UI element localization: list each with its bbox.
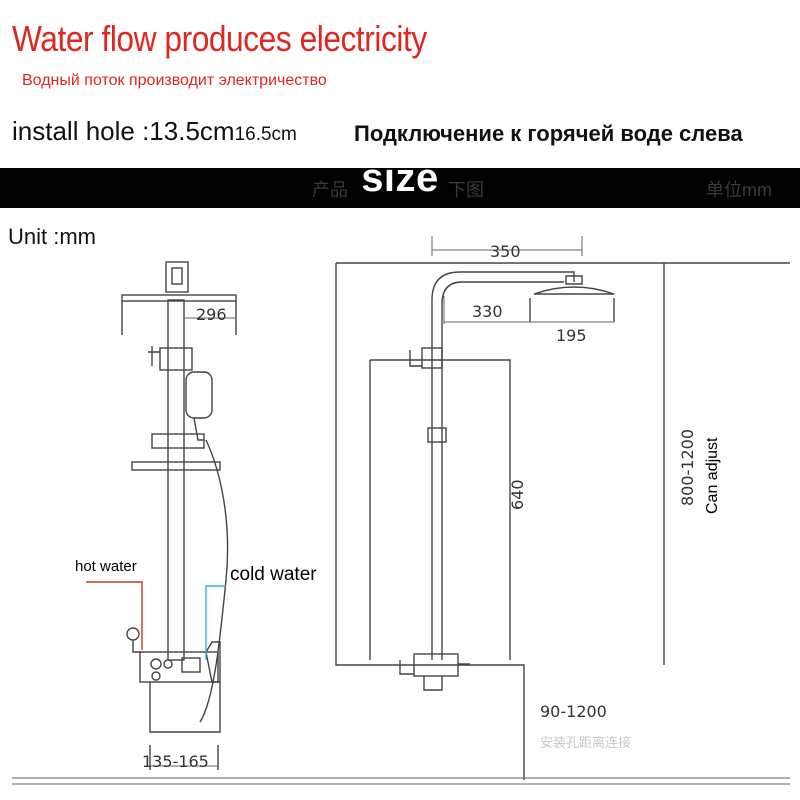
front-side-spray bbox=[126, 627, 140, 641]
front-slide-bracket bbox=[151, 433, 205, 449]
front-side-spray-stem bbox=[132, 640, 141, 653]
front-shower-head bbox=[121, 294, 237, 302]
label-195: 195 bbox=[556, 326, 587, 345]
banner-faint-left: 产品 bbox=[312, 180, 348, 200]
label-can-adjust: Can adjust bbox=[704, 437, 721, 515]
front-mixer-knob-1 bbox=[150, 658, 162, 670]
install-hole-suffix: 16.5cm bbox=[234, 124, 297, 145]
side-mixer-body bbox=[413, 653, 459, 677]
side-mixer-ends bbox=[399, 660, 470, 675]
label-faint-note: 安装孔距离连接 bbox=[540, 735, 632, 750]
install-hole-spec: install hole :13.5cm16.5cm bbox=[12, 116, 297, 147]
banner-faint-mid: 下图 bbox=[448, 180, 484, 200]
front-upper-holder bbox=[159, 347, 193, 371]
front-shelf bbox=[131, 461, 221, 471]
side-riser-pipe-inner bbox=[441, 281, 564, 660]
front-mixer-knob-2 bbox=[151, 671, 161, 681]
side-head-joint bbox=[565, 275, 583, 285]
side-slider bbox=[427, 427, 447, 443]
hot-water-left-note: Подключение к горячей воде слева bbox=[354, 121, 743, 146]
dim-350 bbox=[431, 236, 583, 256]
front-hand-shower bbox=[185, 371, 213, 419]
front-hose bbox=[199, 439, 229, 723]
size-title: size bbox=[361, 156, 439, 200]
side-height-frame bbox=[370, 359, 511, 660]
front-mixer-lever bbox=[205, 641, 221, 683]
front-upper-knob bbox=[148, 346, 160, 366]
front-base-outline bbox=[149, 682, 221, 733]
unit-label: Unit :mm bbox=[8, 224, 96, 249]
hot-water-pipe bbox=[86, 581, 143, 650]
label-640: 640 bbox=[508, 479, 527, 510]
label-cold-water: cold water bbox=[230, 564, 317, 585]
front-riser-pipe bbox=[167, 299, 185, 661]
front-hand-shower-handle bbox=[193, 417, 204, 441]
install-hole-prefix: install hole :13.5cm bbox=[12, 116, 235, 146]
label-135-165: 135-165 bbox=[142, 752, 209, 771]
headline: Water flow produces electricity bbox=[12, 18, 427, 59]
side-riser-pipe bbox=[431, 271, 575, 660]
banner-faint-right: 单位mm bbox=[706, 180, 772, 200]
cold-water-pipe bbox=[205, 585, 226, 660]
front-arm-head bbox=[165, 261, 189, 293]
side-shower-head bbox=[533, 286, 615, 295]
dim-330 bbox=[443, 296, 530, 324]
label-hot-water: hot water bbox=[75, 558, 137, 575]
subheadline: Водный поток производит электричество bbox=[22, 72, 327, 89]
label-330: 330 bbox=[472, 302, 503, 321]
front-arm-joint bbox=[171, 267, 183, 285]
label-350: 350 bbox=[490, 242, 521, 261]
label-90-1200: 90-1200 bbox=[540, 702, 607, 721]
size-banner bbox=[0, 168, 800, 208]
side-mixer-spout bbox=[423, 676, 443, 691]
front-mixer-body bbox=[139, 651, 219, 683]
label-296: 296 bbox=[196, 305, 227, 324]
side-wall-outline bbox=[335, 263, 525, 780]
side-upper-holder bbox=[421, 347, 443, 369]
label-800-1200: 800-1200 bbox=[678, 428, 697, 506]
front-mixer-display bbox=[181, 657, 201, 673]
side-upper-knob bbox=[409, 350, 422, 367]
front-mixer-knob-3 bbox=[163, 659, 173, 669]
